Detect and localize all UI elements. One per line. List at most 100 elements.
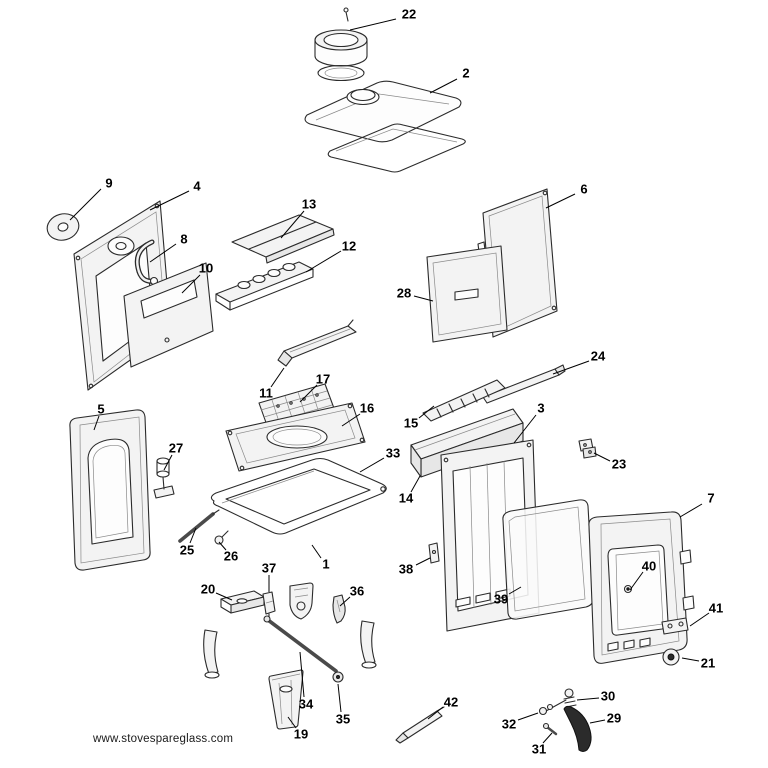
part-number-26: 26 <box>224 549 238 564</box>
flue-collar-part <box>314 7 368 82</box>
part-number-17: 17 <box>316 372 330 387</box>
grate-frame-part <box>225 402 366 472</box>
leader-line-25 <box>189 527 197 544</box>
handle-washer-part <box>538 706 548 716</box>
leader-line-30 <box>576 697 600 701</box>
leader-line-6 <box>545 193 576 209</box>
part-number-7: 7 <box>707 491 714 506</box>
part-number-32: 32 <box>502 717 516 732</box>
handle-pin-part <box>545 725 558 736</box>
inner-panel-part <box>123 262 214 368</box>
hinge-bracket-part <box>661 617 689 635</box>
part-number-34: 34 <box>299 697 314 712</box>
back-panel-part <box>426 245 508 343</box>
leader-line-2 <box>429 78 458 94</box>
leader-line-38 <box>415 557 431 566</box>
part-number-30: 30 <box>601 689 615 704</box>
part-number-13: 13 <box>302 197 316 212</box>
leader-line-42 <box>427 706 444 720</box>
baffle-plate-part <box>231 214 335 264</box>
leader-line-36 <box>339 596 351 607</box>
part-number-38: 38 <box>399 562 413 577</box>
leader-line-29 <box>589 719 606 724</box>
rod-knob-part <box>332 671 344 683</box>
stove-leg-part <box>203 620 377 679</box>
part-number-24: 24 <box>591 349 606 364</box>
scraper-tool-part <box>395 706 445 744</box>
door-handle-assembly-part <box>538 688 592 752</box>
leader-line-26 <box>218 541 227 551</box>
leader-line-5 <box>93 415 100 431</box>
leader-line-33 <box>359 457 385 473</box>
leader-line-21 <box>681 657 700 662</box>
front-bar-bracket-part <box>277 319 357 367</box>
leader-line-16 <box>341 413 361 427</box>
part-number-10: 10 <box>199 261 213 276</box>
small-bracket-part <box>578 438 597 459</box>
leader-line-15 <box>418 405 435 419</box>
watermark: www.stovespareglass.com <box>93 733 234 745</box>
part-number-8: 8 <box>180 232 187 247</box>
handle-catch-part <box>332 594 346 624</box>
leader-line-34 <box>299 651 305 698</box>
leader-line-31 <box>542 732 553 744</box>
part-number-16: 16 <box>360 401 374 416</box>
grate-support-plate-part <box>215 261 314 311</box>
part-number-12: 12 <box>342 239 356 254</box>
leader-line-28 <box>413 295 434 302</box>
leader-line-12 <box>305 250 342 273</box>
damper-disc-part <box>46 213 80 241</box>
leader-line-14 <box>410 475 421 493</box>
part-number-40: 40 <box>642 559 656 574</box>
leader-line-41 <box>689 612 710 627</box>
part-number-1: 1 <box>322 557 329 572</box>
rod-end-part <box>214 530 229 545</box>
part-number-4: 4 <box>193 179 201 194</box>
leader-line-40 <box>629 571 644 591</box>
slotted-fret-part <box>422 379 506 422</box>
part-number-39: 39 <box>494 592 508 607</box>
part-number-37: 37 <box>262 561 276 576</box>
door-glass-part <box>502 499 594 620</box>
top-plate-part <box>304 80 466 173</box>
part-number-5: 5 <box>97 402 104 417</box>
part-number-42: 42 <box>444 695 458 710</box>
part-number-19: 19 <box>294 727 308 742</box>
part-number-33: 33 <box>386 446 400 461</box>
part-number-15: 15 <box>404 416 418 431</box>
part-number-35: 35 <box>336 712 350 727</box>
air-control-crank-part <box>134 239 159 286</box>
part-number-23: 23 <box>612 457 626 472</box>
part-number-27: 27 <box>169 441 183 456</box>
leader-line-35 <box>337 683 342 713</box>
left-door-part <box>69 409 151 571</box>
part-number-3: 3 <box>537 401 544 416</box>
leader-line-23 <box>593 452 611 462</box>
shield-casting-part <box>289 582 314 620</box>
part-number-2: 2 <box>462 66 469 81</box>
leader-line-19 <box>287 716 297 729</box>
link-strip-part <box>262 591 276 623</box>
leader-line-22 <box>349 18 397 31</box>
leader-line-39 <box>508 586 522 595</box>
leader-line-7 <box>679 503 703 518</box>
part-number-20: 20 <box>201 582 215 597</box>
part-number-28: 28 <box>397 286 411 301</box>
leader-line-27 <box>163 454 173 471</box>
riddling-rod-part <box>263 615 338 673</box>
leader-line-1 <box>311 544 322 559</box>
part-number-29: 29 <box>607 711 621 726</box>
leader-line-17 <box>299 384 318 403</box>
part-number-14: 14 <box>399 491 414 506</box>
spigot-pin-part <box>153 457 175 499</box>
leader-line-4 <box>149 190 190 211</box>
glass-clip-part <box>428 542 440 564</box>
leader-line-32 <box>517 712 539 721</box>
outer-door-part <box>588 511 695 664</box>
part-number-21: 21 <box>701 656 715 671</box>
leader-line-3 <box>513 414 537 444</box>
leader-line-24 <box>552 360 590 375</box>
